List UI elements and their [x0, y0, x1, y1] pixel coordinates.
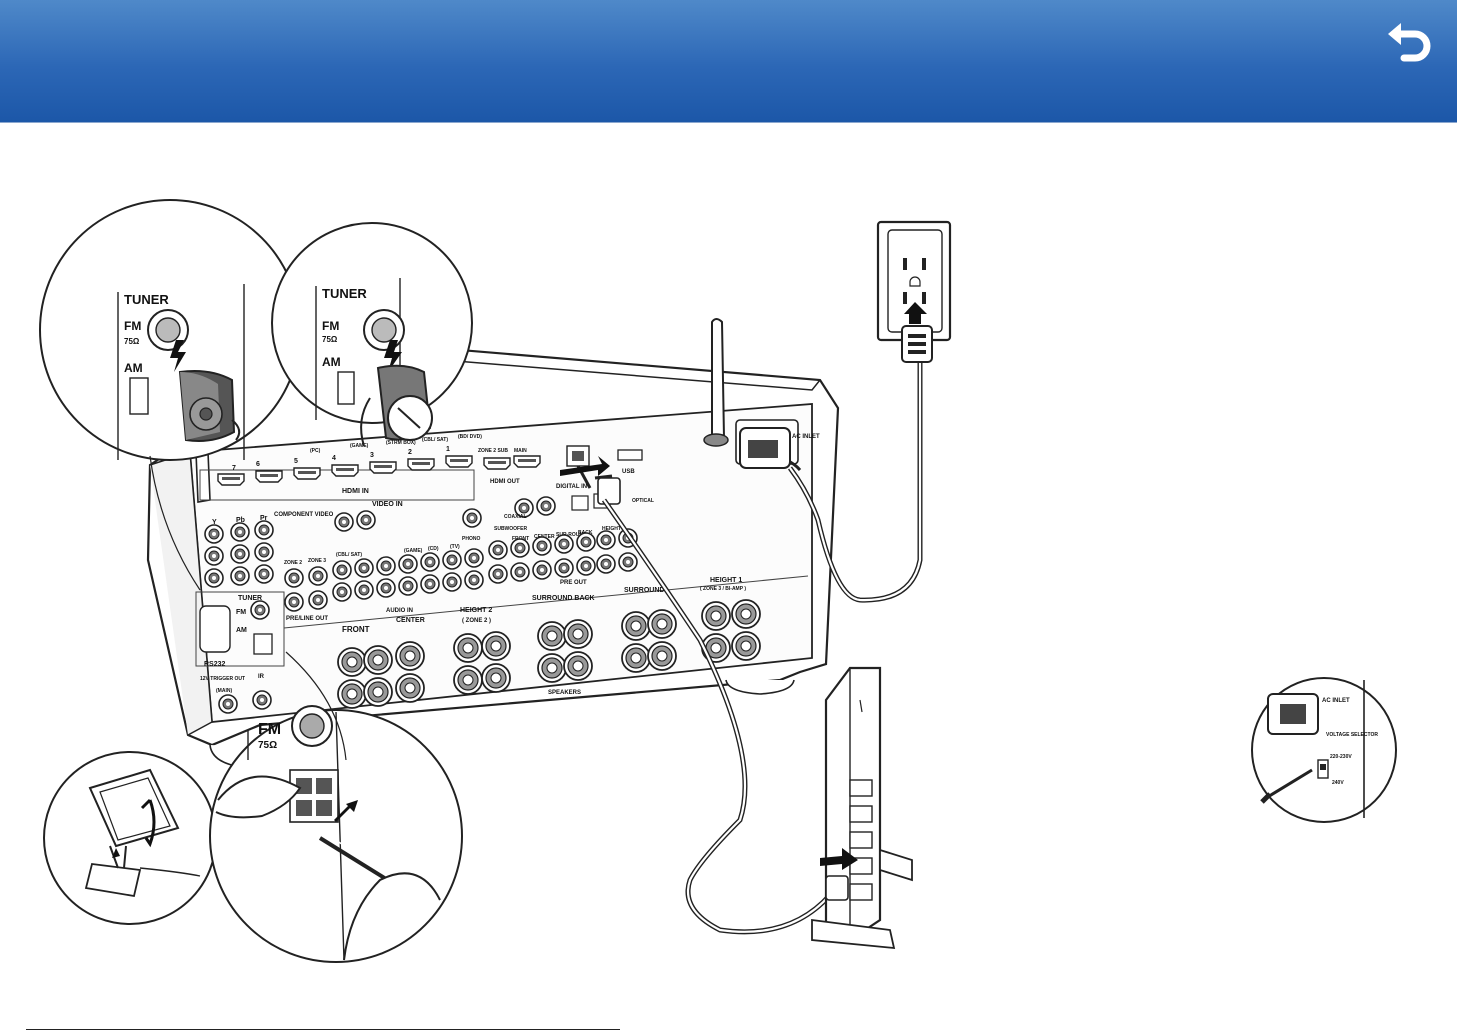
inset1-tuner-label: TUNER: [124, 292, 169, 307]
header-bar: [0, 0, 1457, 123]
inset-am-terminal: FM 75Ω: [209, 705, 463, 963]
inset2-fm-label: FM: [322, 319, 339, 333]
zone2-sub-label: ZONE 2 SUB: [478, 448, 508, 454]
pre-height-label: HEIGHT: [602, 526, 621, 532]
inset4-fm-label: FM: [258, 721, 281, 738]
av-receiver: AC INLET 7 6 5 4 3 2 1 (PC) (GAME) (STRM…: [146, 318, 840, 769]
speakers-label: SPEAKERS: [548, 690, 581, 696]
usb-label: USB: [622, 469, 635, 475]
spk-surround-back-label: SURROUND BACK: [532, 595, 595, 602]
back-button[interactable]: [1382, 20, 1436, 70]
hdmi-strm-label: (STRM BOX): [386, 440, 416, 446]
hdmi-1-label: 1: [446, 446, 450, 453]
inset-fm-push-plug: TUNER FM 75Ω AM: [39, 199, 301, 461]
ir-label: IR: [258, 674, 265, 680]
hdmi-4-label: 4: [332, 455, 336, 462]
receiver-tuner-label: TUNER: [238, 595, 262, 602]
receiver-am-label: AM: [236, 627, 247, 634]
spk-height1-label: HEIGHT 1: [710, 577, 742, 584]
digital-in-label: DIGITAL IN: [556, 484, 587, 490]
hdmi-2-label: 2: [408, 449, 412, 456]
inset1-ohm-label: 75Ω: [124, 337, 140, 346]
hdmi-6-label: 6: [256, 461, 260, 468]
trigger-label: 12V TRIGGER OUT: [200, 676, 245, 682]
spk-front-label: FRONT: [342, 625, 370, 634]
inset1-am-label: AM: [124, 361, 143, 375]
component-video-label: COMPONENT VIDEO: [274, 512, 334, 518]
pre-out-label: PRE OUT: [560, 580, 587, 586]
component-pr-label: Pr: [260, 515, 268, 522]
inset1-fm-label: FM: [124, 319, 141, 333]
return-arrow-icon: [1388, 23, 1431, 62]
audio-game-label: (GAME): [404, 548, 423, 554]
inset-fm-screw-plug: TUNER FM 75Ω AM: [271, 222, 473, 447]
spk-zone2-label: ( ZONE 2 ): [462, 618, 491, 624]
hdmi-5-label: 5: [294, 458, 298, 465]
zone3-label: ZONE 3: [308, 558, 326, 564]
spk-center-label: CENTER: [396, 617, 425, 624]
spk-surround-label: SURROUND: [624, 587, 664, 594]
hdmi-bd-label: (BD/ DVD): [458, 434, 482, 440]
hdmi-pc-label: (PC): [310, 448, 321, 454]
component-y-label: Y: [212, 519, 217, 526]
coaxial-label: COAXIAL: [504, 514, 527, 520]
inset5-v1-label: 220-230V: [1330, 754, 1352, 760]
hdmi-cbl-label: (CBL/ SAT): [422, 437, 448, 443]
hdmi-main-label: MAIN: [514, 448, 527, 454]
wall-outlet: [876, 220, 952, 363]
audio-cd-label: (CD): [428, 546, 439, 552]
hdmi-out-label: HDMI OUT: [490, 479, 520, 485]
component-pb-label: Pb: [236, 517, 245, 524]
inset5-selector-label: VOLTAGE SELECTOR: [1326, 732, 1378, 738]
trigger-main-label: (MAIN): [216, 688, 232, 694]
rs232-label: RS232: [204, 661, 226, 668]
hdmi-7-label: 7: [232, 465, 236, 472]
inset-voltage-selector: AC INLET VOLTAGE SELECTOR 220-230V 240V: [1251, 677, 1397, 823]
phono-label: PHONO: [462, 536, 480, 542]
receiver-fm-label: FM: [236, 609, 246, 616]
inset2-tuner-label: TUNER: [322, 286, 367, 301]
pre-surround-label: SUR-ROUND: [556, 532, 587, 538]
spk-zone3-label: ( ZONE 3 / BI-AMP ): [700, 586, 746, 592]
audio-in-label: AUDIO IN: [386, 608, 413, 614]
video-in-label: VIDEO IN: [372, 501, 403, 508]
power-cable: [739, 360, 923, 603]
audio-cbl-label: (CBL/ SAT): [336, 552, 362, 558]
inset2-am-label: AM: [322, 355, 341, 369]
hdmi-game-label: (GAME): [350, 443, 369, 449]
audio-tv-label: (TV): [450, 544, 460, 550]
inset-am-loop-antenna: [43, 751, 217, 925]
hdmi-in-label: HDMI IN: [342, 488, 369, 495]
hdmi-3-label: 3: [370, 452, 374, 459]
inset5-v2-label: 240V: [1332, 780, 1344, 786]
router: [601, 498, 913, 950]
inset4-ohm-label: 75Ω: [258, 740, 277, 751]
footer-rule: [26, 1029, 620, 1030]
spk-height2-label: HEIGHT 2: [460, 607, 492, 614]
component-jacks: [204, 520, 274, 588]
inset5-ac-inlet-label: AC INLET: [1322, 698, 1350, 704]
inset2-ohm-label: 75Ω: [322, 335, 338, 344]
pre-line-out-label: PRE/LINE OUT: [286, 616, 328, 622]
zone2-label: ZONE 2: [284, 560, 302, 566]
optical-label: OPTICAL: [632, 498, 654, 504]
subwoofer-label: SUBWOOFER: [494, 526, 527, 532]
ac-inlet-label: AC INLET: [792, 434, 820, 440]
